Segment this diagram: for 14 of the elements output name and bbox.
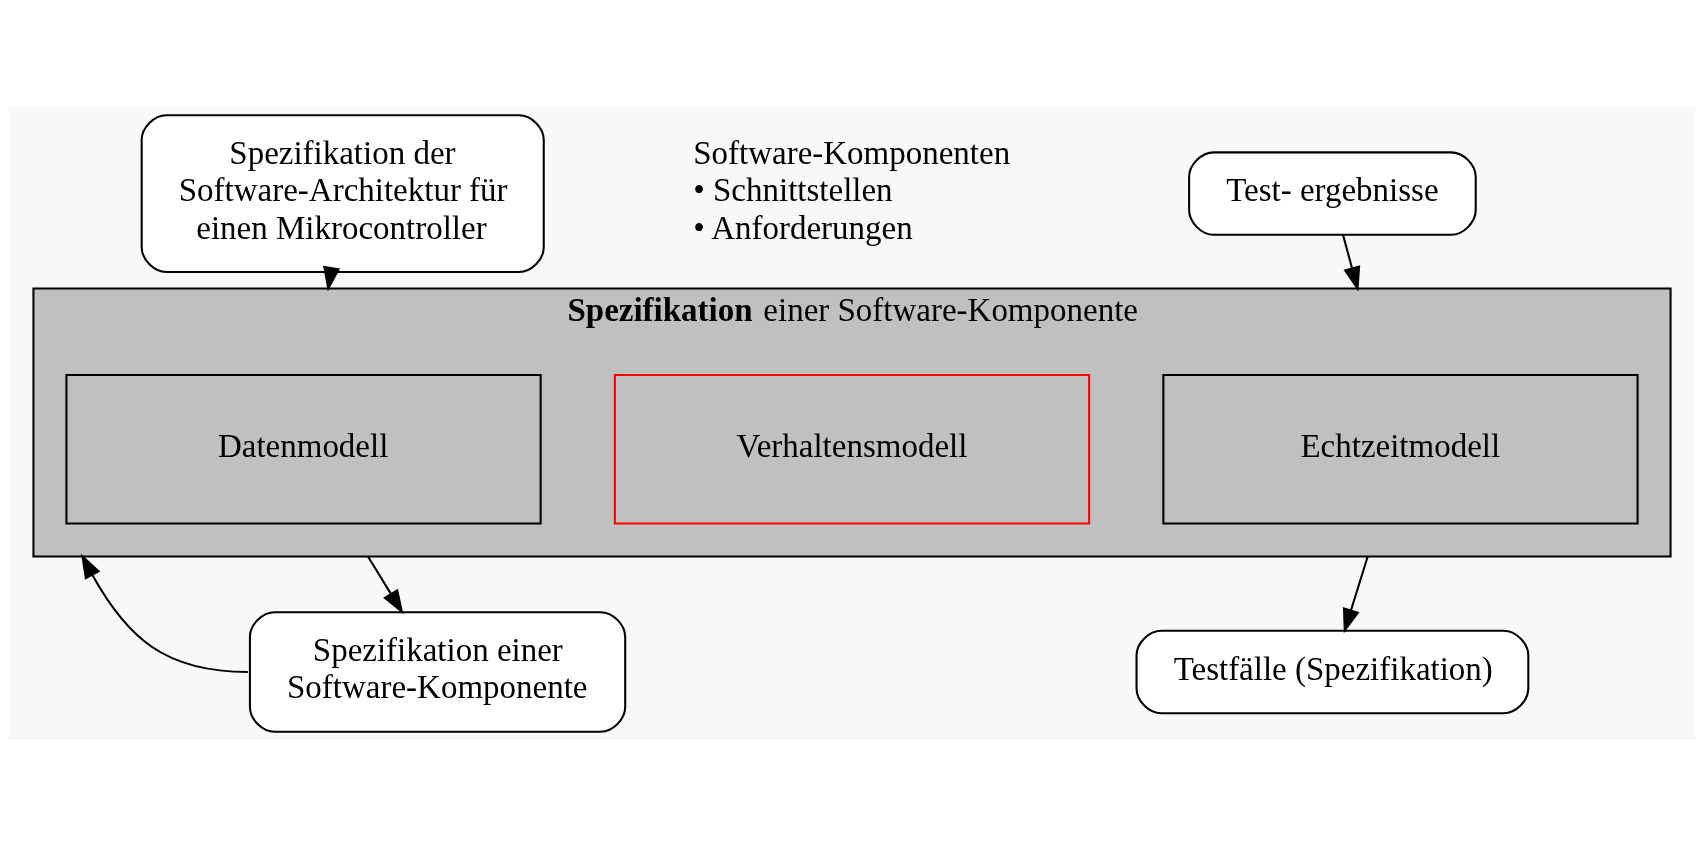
node-box: Spezifikation einer Software-Komponente [248,610,627,733]
node-box: Echtzeitmodell [1162,373,1639,525]
node-box: Datenmodell [65,373,542,525]
arrow [1342,555,1369,633]
label: • Anforderungen [693,209,913,246]
node-box: Test- ergebnisse [1188,150,1477,236]
node-box: Testfälle (Spezifikation) [1135,629,1530,714]
arrow [1342,234,1361,291]
label: Software-Komponenten [693,134,1011,171]
node-box: Verhaltensmodell [613,373,1091,525]
label: • Schnittstellen [693,171,893,208]
arrow [81,553,248,673]
arrow [367,555,404,614]
arrow [323,265,341,292]
